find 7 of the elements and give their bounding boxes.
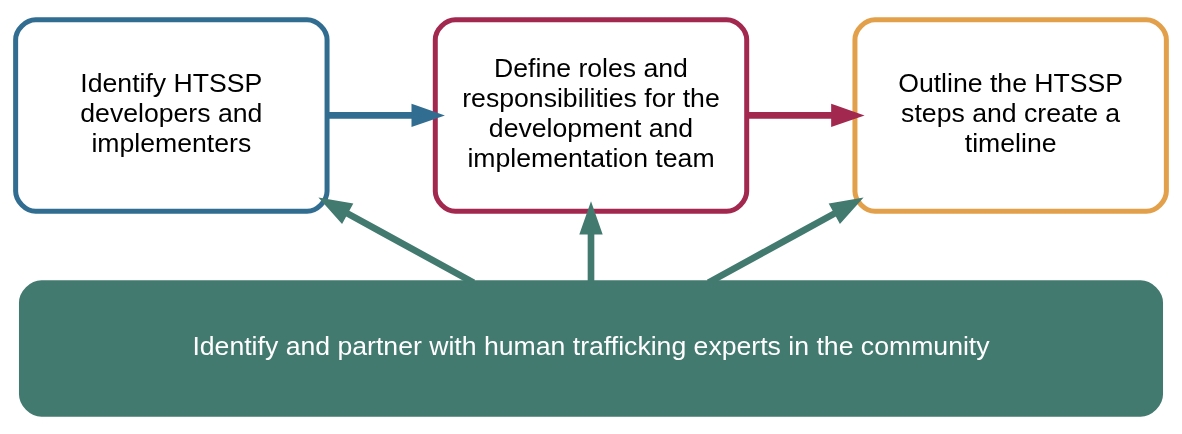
arrow [327, 103, 445, 128]
node-box: Identify HTSSP developers and implementers [13, 17, 330, 214]
arrow [579, 201, 603, 283]
node-box: Identify and partner with human trafficking experts in the community [18, 280, 1164, 417]
node-box: Define roles and responsibilities for the development and implementation team [432, 17, 750, 214]
arrow [746, 103, 865, 128]
node-box: Outline the HTSSP steps and create a timeline [852, 17, 1169, 214]
